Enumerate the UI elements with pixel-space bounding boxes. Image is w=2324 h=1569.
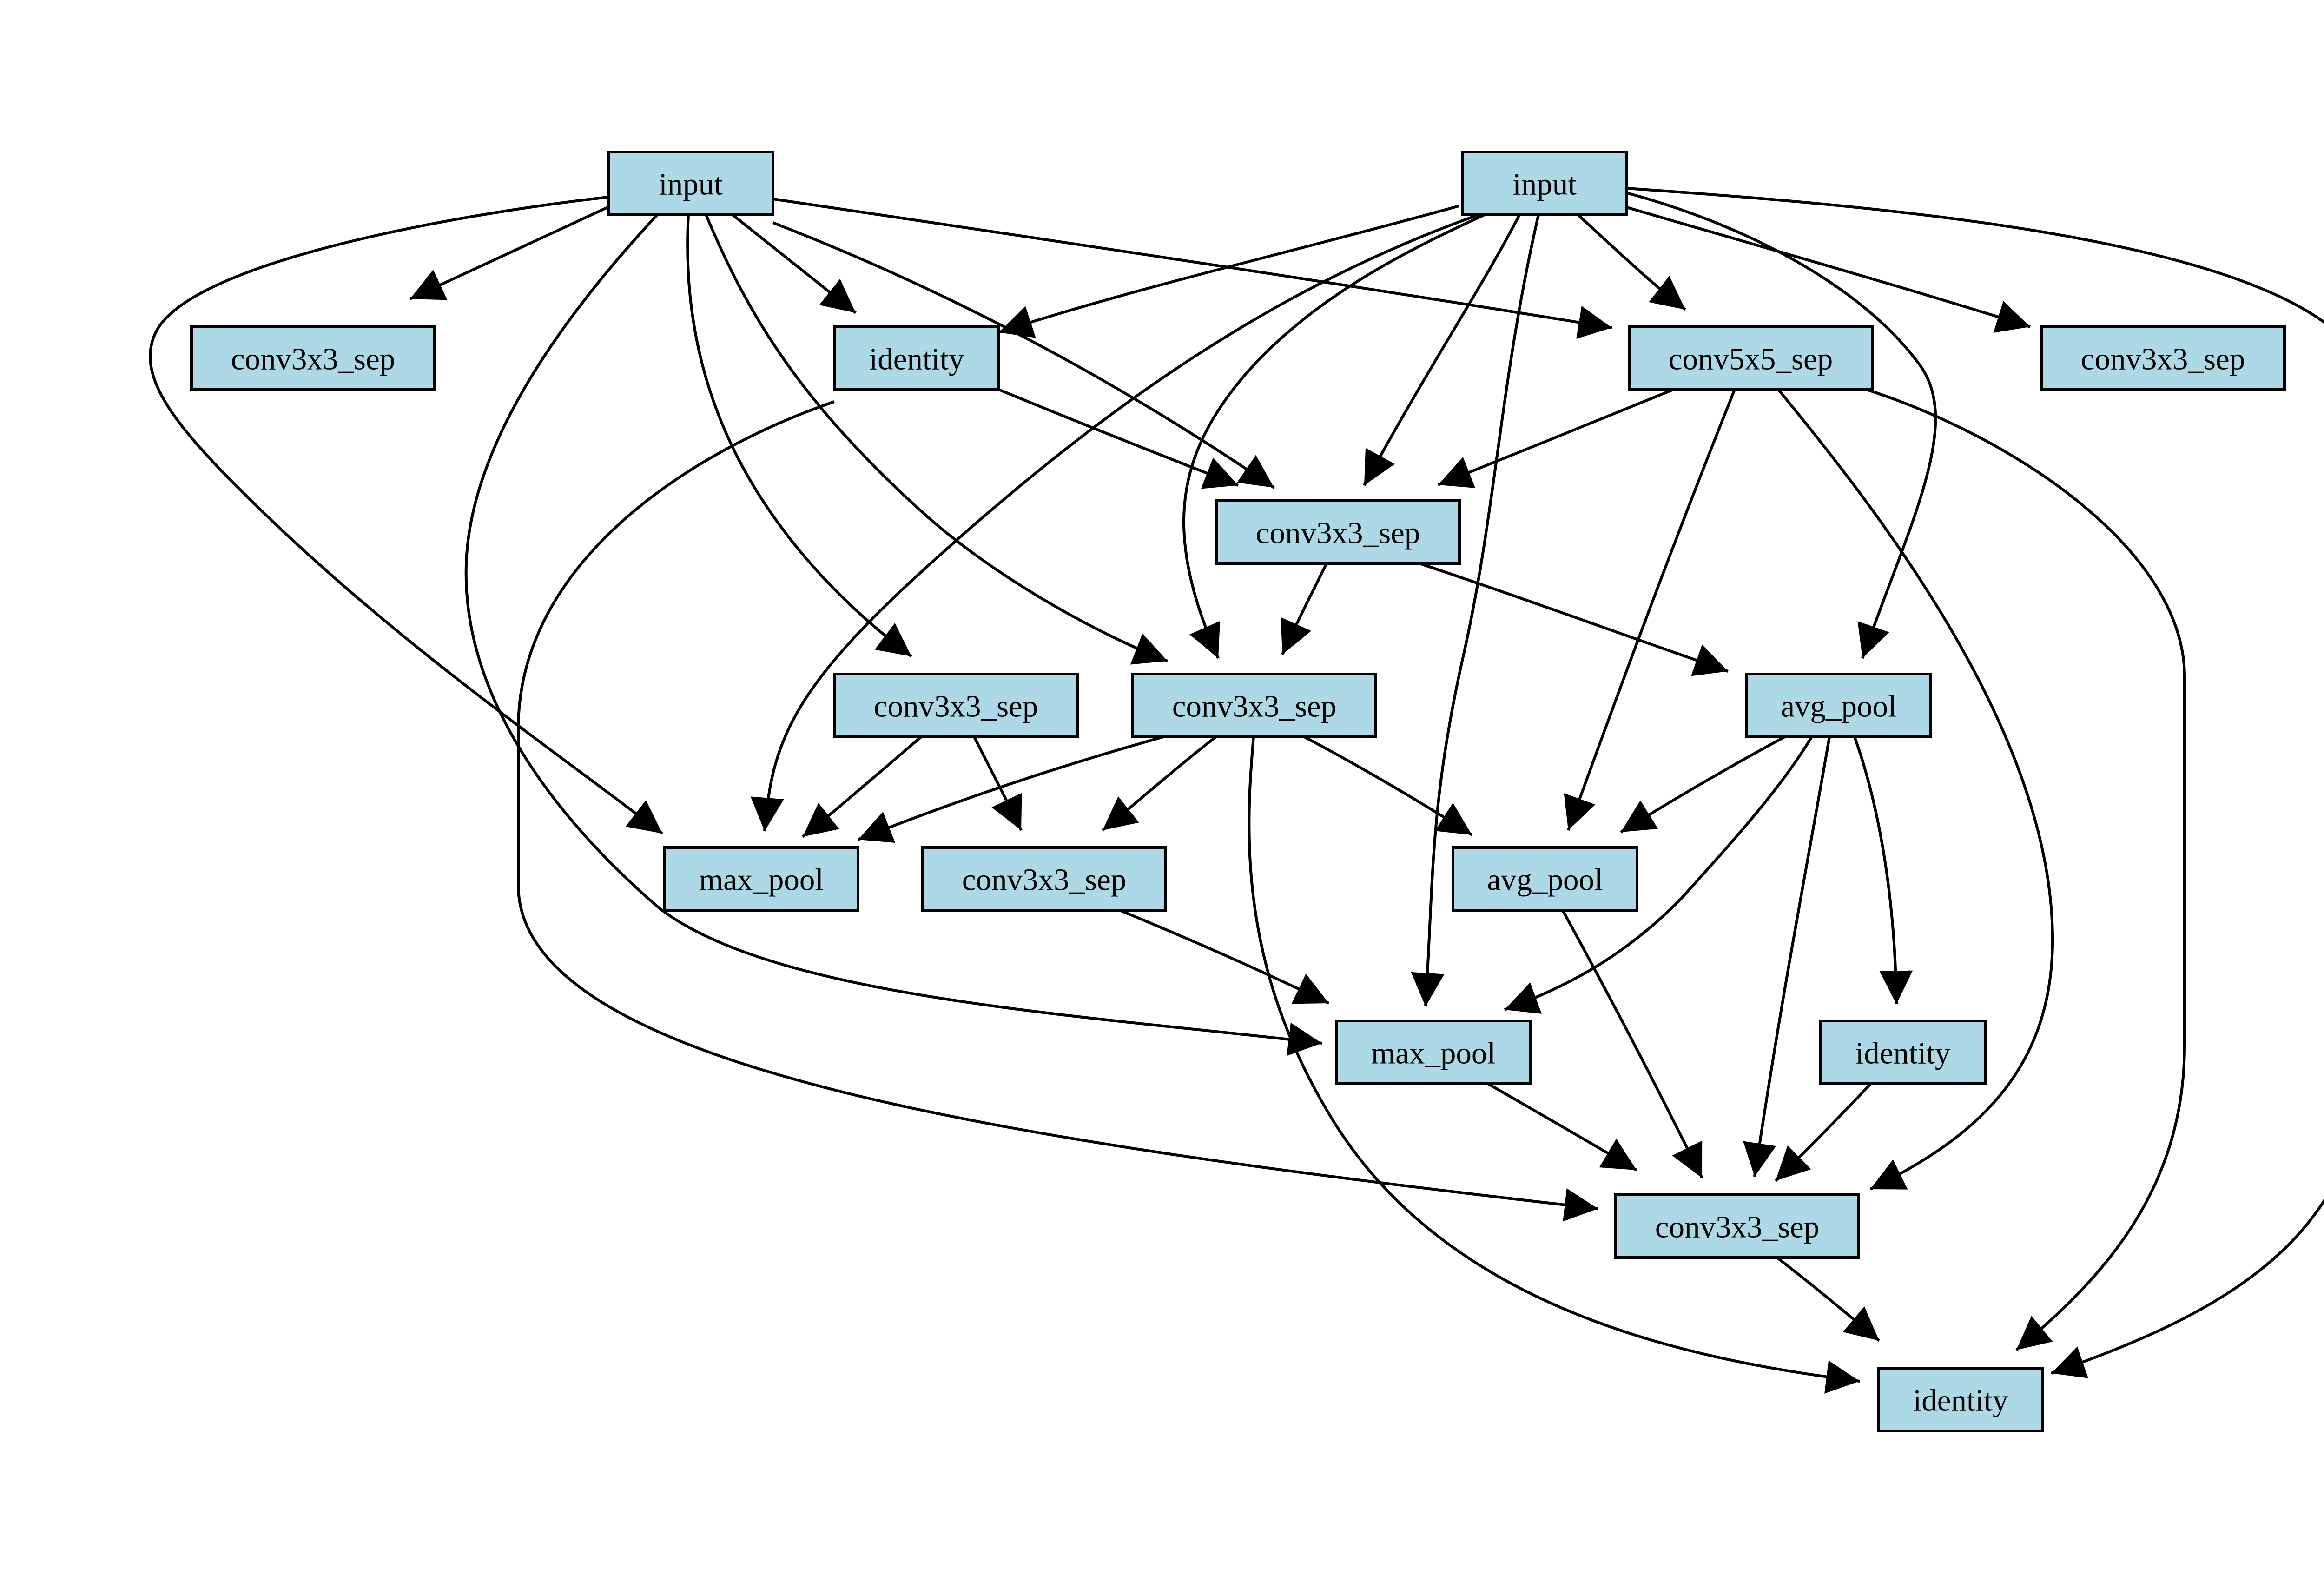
node-box — [663, 846, 859, 912]
edge-n10-to-n13 — [1620, 735, 1786, 834]
edge-n10-to-n15 — [1853, 736, 1913, 1005]
node-box — [1131, 673, 1377, 738]
node-n5: conv5x5_sep — [1628, 325, 1874, 391]
edge-n14-to-n16 — [1487, 1082, 1637, 1172]
edge-n2-to-n17 — [1626, 187, 2324, 1378]
edge-n2-to-n14 — [1411, 214, 1540, 1007]
node-label: conv5x5_sep — [1669, 342, 1833, 377]
edge-n10-to-n16 — [1743, 736, 1831, 1177]
edge-n2-to-n11 — [750, 213, 1479, 832]
nodes-layer: input input conv3x3_sep identity conv5x5_sep… — [190, 151, 2286, 1432]
node-box — [607, 151, 774, 216]
edge-n4-to-n16 — [517, 400, 1598, 1222]
node-label: input — [1512, 167, 1577, 202]
edge-n12-to-n14 — [1119, 909, 1330, 1005]
edge-n2-to-n7 — [1363, 214, 1521, 486]
edge-n1-to-n3 — [409, 204, 613, 300]
node-label: conv3x3_sep — [1655, 1210, 1820, 1245]
edge-n10-to-n14 — [1504, 736, 1813, 1014]
node-box — [921, 846, 1167, 912]
edge-n2-to-n5 — [1577, 213, 1686, 311]
edge-n7-to-n10 — [1419, 562, 1729, 676]
edge-n9-to-n13 — [1303, 735, 1473, 836]
edge-n13-to-n16 — [1561, 909, 1703, 1179]
edge-n2-to-n6 — [1626, 206, 2031, 333]
node-label: conv3x3_sep — [962, 863, 1127, 897]
edge-n5-to-n13 — [1564, 389, 1736, 831]
edge-n1-to-n8 — [686, 214, 912, 658]
node-n4: identity — [833, 325, 1000, 391]
node-n16: conv3x3_sep — [1614, 1193, 1860, 1259]
node-n2: input — [1461, 151, 1628, 216]
node-box — [1628, 325, 1874, 391]
node-n14: max_pool — [1335, 1020, 1532, 1085]
edge-n7-to-n9 — [1281, 563, 1328, 655]
edge-n5-to-n17 — [1866, 388, 2186, 1351]
node-label: identity — [869, 342, 964, 377]
edge-n1-to-n5 — [772, 198, 1612, 339]
node-box — [1215, 499, 1461, 565]
node-label: conv3x3_sep — [1172, 689, 1337, 724]
edge-n5-to-n7 — [1437, 388, 1674, 488]
edge-n1-to-n11 — [149, 196, 663, 835]
node-n11: max_pool — [663, 846, 859, 912]
node-label: avg_pool — [1487, 863, 1603, 897]
node-box — [1335, 1020, 1532, 1085]
node-n10: avg_pool — [1745, 673, 1932, 738]
node-box — [190, 325, 436, 391]
edge-n2-to-n9 — [1182, 213, 1486, 659]
node-label: avg_pool — [1781, 689, 1896, 724]
edge-n9-to-n11 — [857, 735, 1164, 843]
node-label: identity — [1913, 1384, 2008, 1418]
node-n12: conv3x3_sep — [921, 846, 1167, 912]
node-box — [1819, 1020, 1987, 1085]
edges-layer — [149, 187, 2324, 1394]
node-label: max_pool — [1371, 1036, 1496, 1071]
edge-n5-to-n16 — [1777, 389, 2054, 1191]
node-box — [2040, 325, 2286, 391]
edge-n9-to-n12 — [1102, 735, 1217, 832]
edge-n1-to-n4 — [732, 213, 857, 314]
node-n3: conv3x3_sep — [190, 325, 436, 391]
node-box — [1614, 1193, 1860, 1259]
node-n13: avg_pool — [1452, 846, 1638, 912]
node-box — [1452, 846, 1638, 912]
edge-n1-to-n14 — [464, 213, 1322, 1056]
node-n8: conv3x3_sep — [833, 673, 1079, 738]
node-box — [833, 673, 1079, 738]
edge-n8-to-n12 — [973, 736, 1023, 831]
node-label: conv3x3_sep — [874, 689, 1038, 724]
node-label: identity — [1855, 1036, 1951, 1071]
node-n1: input — [607, 151, 774, 216]
edge-n2-to-n4 — [998, 205, 1459, 338]
edge-n8-to-n11 — [802, 735, 922, 838]
node-n7: conv3x3_sep — [1215, 499, 1461, 565]
node-label: conv3x3_sep — [231, 342, 396, 377]
node-n15: identity — [1819, 1020, 1987, 1085]
node-box — [833, 325, 1000, 391]
node-label: conv3x3_sep — [2081, 342, 2245, 377]
edge-n9-to-n17 — [1248, 736, 1860, 1394]
node-label: conv3x3_sep — [1256, 516, 1420, 550]
edge-n4-to-n7 — [998, 388, 1239, 489]
node-box — [1745, 673, 1932, 738]
node-box — [1877, 1367, 2044, 1432]
node-n9: conv3x3_sep — [1131, 673, 1377, 738]
edge-n2-to-n10 — [1626, 192, 1937, 659]
edge-n1-to-n9 — [705, 214, 1169, 665]
node-box — [1461, 151, 1628, 216]
edge-n16-to-n17 — [1776, 1256, 1880, 1342]
node-n17: identity — [1877, 1367, 2044, 1432]
node-label: max_pool — [699, 863, 824, 897]
node-n6: conv3x3_sep — [2040, 325, 2286, 391]
node-label: input — [659, 167, 723, 202]
edge-n15-to-n16 — [1774, 1082, 1872, 1182]
